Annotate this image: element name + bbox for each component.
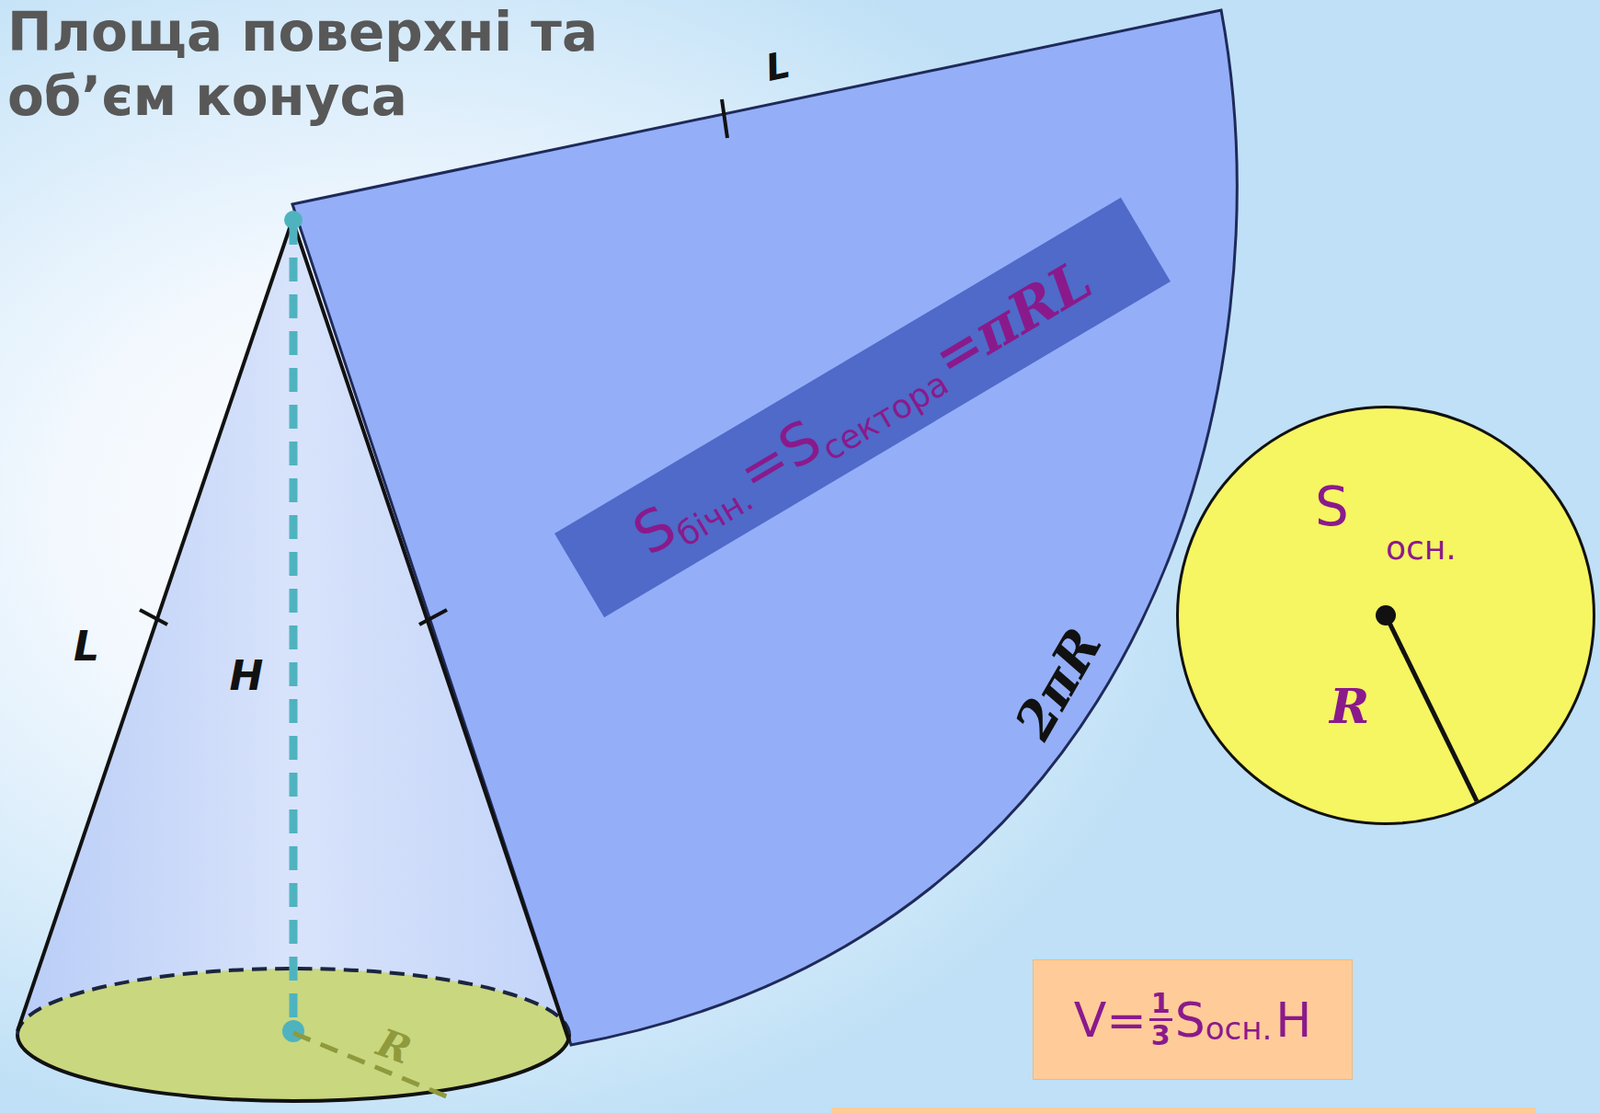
cone-body [17, 219, 570, 1103]
fraction: 13 [1149, 989, 1173, 1050]
fraction-denominator: 3 [1151, 1020, 1171, 1050]
tick-mark [139, 609, 168, 625]
formula-text: V= [1074, 995, 1147, 1044]
formula-text: S [1175, 995, 1206, 1044]
tick-mark [721, 99, 728, 138]
radius-label: R [1329, 682, 1370, 731]
dimension-label: L [762, 45, 793, 87]
base-radius [293, 1032, 449, 1098]
height-line [289, 220, 298, 1030]
slant-edge [17, 219, 293, 1031]
subscript-text: осн. [1385, 531, 1457, 565]
cone-base [17, 968, 570, 1101]
dimension-label: L [73, 626, 100, 667]
slant-edge [292, 219, 570, 1041]
base-front-edge [17, 1034, 570, 1101]
base-circle: Sосн. R [1176, 405, 1596, 825]
center-dot [282, 1019, 305, 1042]
page-title: Площа поверхні та об’єм конуса [7, 0, 707, 129]
circle-radius [1176, 405, 1596, 825]
apex-dot [284, 210, 303, 229]
formula-text: S [1314, 480, 1349, 534]
formula-box: V=13Sосн.H [1032, 959, 1353, 1080]
dimension-label: H [229, 655, 264, 697]
fraction-numerator: 1 [1149, 989, 1173, 1021]
tick-mark [419, 609, 447, 625]
subscript-text: осн. [1205, 1012, 1273, 1044]
formula-text: H [1275, 995, 1312, 1044]
bottom-strip [831, 1107, 1536, 1113]
